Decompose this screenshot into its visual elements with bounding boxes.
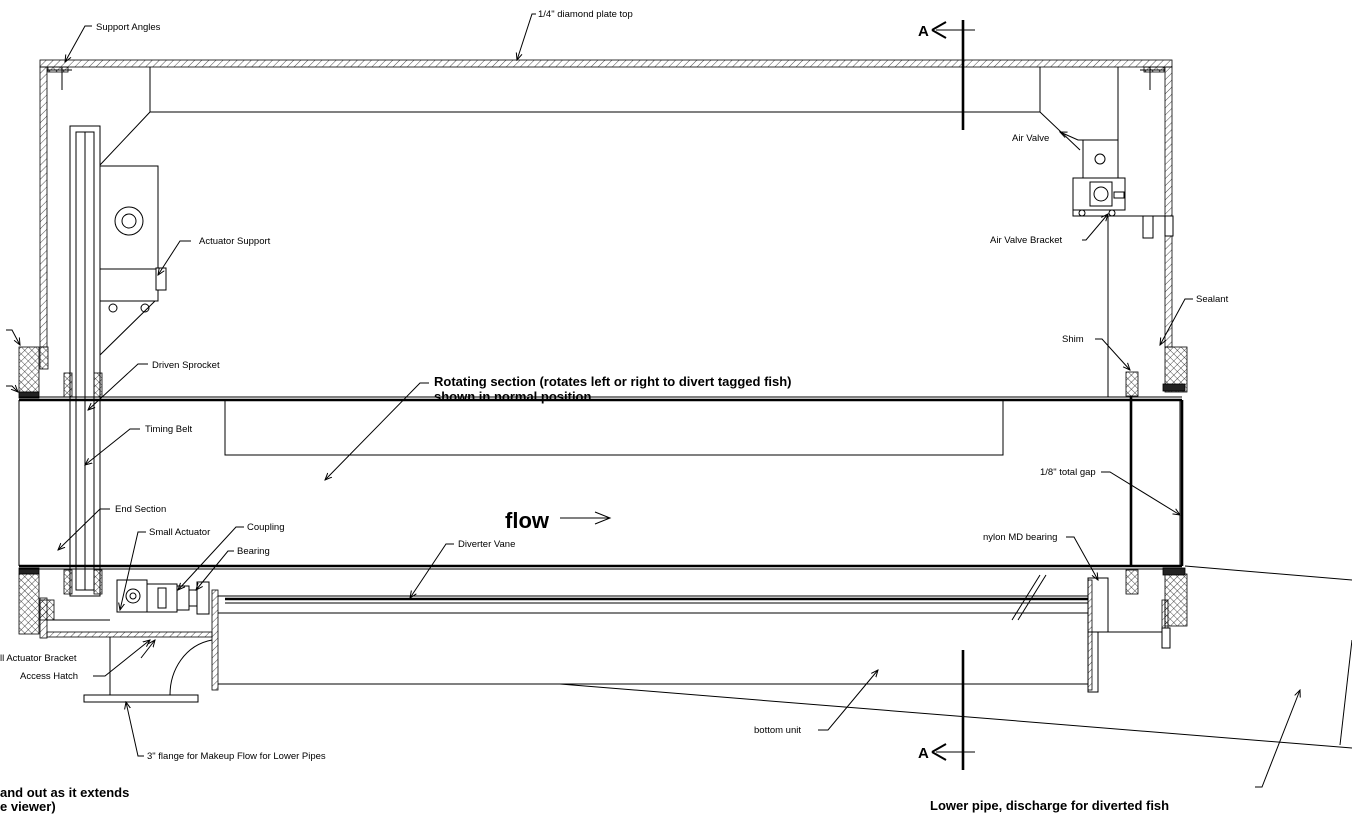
support-angles [47, 66, 1165, 73]
lower-pipe-body [211, 579, 1093, 691]
label-nylon-md-bearing: nylon MD bearing [983, 532, 1057, 543]
label-bearing: Bearing [237, 546, 270, 557]
label-left-note-line2: e viewer) [0, 799, 56, 814]
label-rotating-section-line1: Rotating section (rotates left or right … [434, 374, 792, 389]
small-actuator [116, 579, 148, 613]
bearing [176, 581, 210, 615]
section-a-top-label: A [918, 23, 929, 40]
label-total-gap: 1/8" total gap [1040, 467, 1096, 478]
label-left-note-line1: and out as it extends [0, 785, 129, 800]
makeup-flow-flange [83, 637, 213, 703]
air-valve-bracket [1072, 209, 1174, 397]
label-diverter-vane: Diverter Vane [458, 539, 515, 550]
label-bottom-unit: bottom unit [754, 725, 801, 736]
housing-right-wall [1140, 66, 1173, 348]
rotating-section [18, 396, 1184, 570]
section-a-bottom-label: A [918, 745, 929, 762]
label-support-angles: Support Angles [96, 22, 161, 33]
label-actuator-support: Actuator Support [199, 236, 271, 247]
air-valve [1072, 139, 1126, 211]
label-driven-sprocket: Driven Sprocket [152, 360, 220, 371]
section-a-bottom-marker: A [918, 650, 975, 770]
label-timing-belt: Timing Belt [145, 424, 193, 435]
label-sealant: Sealant [1196, 294, 1229, 305]
leader-lines [6, 13, 1300, 788]
diverter-vane [225, 574, 1088, 621]
label-small-actuator-bracket: ll Actuator Bracket [0, 653, 77, 664]
right-lower-flange [1098, 599, 1171, 649]
inner-frame-top [149, 67, 1041, 113]
label-diamond-plate-top: 1/4" diamond plate top [538, 9, 633, 20]
label-coupling: Coupling [247, 522, 285, 533]
label-air-valve: Air Valve [1012, 133, 1049, 144]
label-end-section: End Section [115, 504, 166, 515]
lower-pipe-discharge [559, 565, 1352, 749]
label-air-valve-bracket: Air Valve Bracket [990, 235, 1063, 246]
actuator-support [99, 165, 167, 357]
diamond-plate-top [39, 59, 1173, 68]
label-small-actuator: Small Actuator [149, 527, 210, 538]
label-access-hatch: Access Hatch [20, 671, 78, 682]
label-rotating-section-line2: shown in normal position [434, 389, 592, 404]
section-a-top-marker: A [918, 20, 975, 130]
access-hatch [46, 619, 213, 638]
label-lower-pipe: Lower pipe, discharge for diverted fish [930, 798, 1169, 813]
right-end-seal [1125, 346, 1188, 627]
label-flow: flow [505, 508, 550, 533]
label-shim: Shim [1062, 334, 1084, 345]
coupling [146, 583, 178, 613]
label-makeup-flow-flange: 3" flange for Makeup Flow for Lower Pipe… [147, 751, 326, 762]
left-end-seal [18, 346, 55, 635]
shim-left [63, 372, 103, 595]
inner-frame-chamfer [99, 111, 1081, 166]
